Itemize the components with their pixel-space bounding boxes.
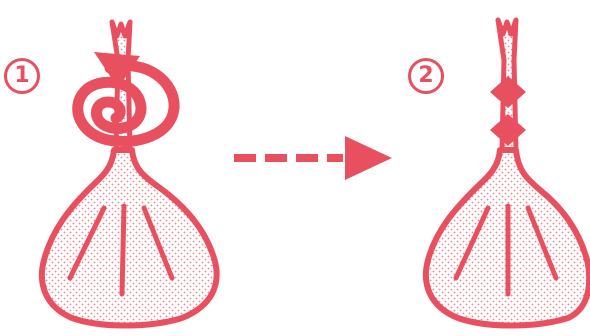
dashed-arrow-right-icon	[234, 136, 392, 180]
step-2-number: 2	[408, 58, 444, 94]
bag-step-1	[42, 22, 217, 326]
knot-lower-icon	[490, 114, 526, 146]
bag-body	[42, 150, 217, 326]
bag-step-2	[426, 20, 589, 326]
knot-upper-icon	[490, 76, 526, 108]
step-1-number: 1	[4, 58, 40, 94]
fold-line-center	[122, 206, 124, 294]
